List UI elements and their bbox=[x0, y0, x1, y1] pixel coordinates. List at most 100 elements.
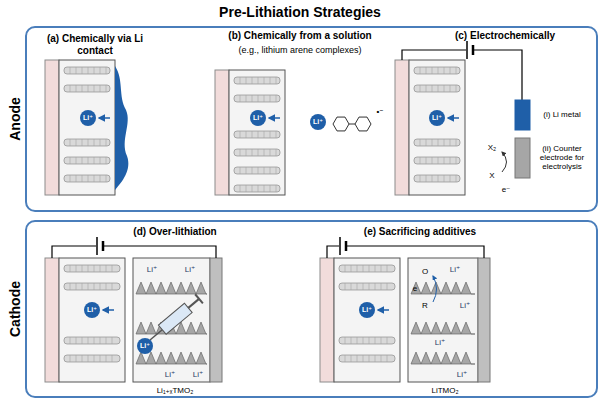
graphite-layer bbox=[64, 157, 110, 164]
subfigure-title: (e) Sacrificing additives bbox=[364, 226, 476, 238]
current-collector bbox=[478, 258, 490, 382]
panel-heading: Anode bbox=[7, 97, 23, 141]
graphite-hex bbox=[426, 175, 427, 182]
graphite-hex bbox=[450, 85, 451, 92]
graphite-hex bbox=[351, 283, 352, 290]
graphite-hex bbox=[276, 167, 277, 174]
graphite-hex bbox=[100, 265, 101, 272]
graphite-layer bbox=[64, 337, 120, 344]
graphite-hex bbox=[345, 337, 346, 344]
graphite-hex bbox=[426, 139, 427, 146]
graphite-hex bbox=[112, 283, 113, 290]
current-collector bbox=[215, 70, 229, 195]
graphite-hex bbox=[381, 265, 382, 272]
graphite-layer bbox=[339, 265, 395, 272]
graphite-hex bbox=[106, 85, 107, 92]
graphite-hex bbox=[270, 131, 271, 138]
graphite-hex bbox=[258, 149, 259, 156]
current-collector bbox=[210, 258, 222, 382]
graphite-hex bbox=[420, 175, 421, 182]
graphite-layer bbox=[234, 131, 280, 138]
ion-label: Li⁺ bbox=[165, 370, 175, 379]
graphite-hex bbox=[70, 337, 71, 344]
graphite-hex bbox=[88, 139, 89, 146]
graphite-layer bbox=[64, 265, 120, 272]
graphite-hex bbox=[387, 355, 388, 362]
electron-label: e⁻ bbox=[502, 185, 511, 194]
formula-label: Li₁₊ₓTMO₂ bbox=[157, 386, 194, 395]
graphite-hex bbox=[240, 95, 241, 102]
graphite-hex bbox=[88, 355, 89, 362]
graphite-hex bbox=[444, 85, 445, 92]
graphite-hex bbox=[264, 149, 265, 156]
insertion-arrow bbox=[103, 309, 114, 311]
circuit-wire bbox=[327, 246, 484, 258]
graphite-hex bbox=[270, 149, 271, 156]
graphite-hex bbox=[88, 283, 89, 290]
ion-label: Li⁺ bbox=[147, 265, 157, 274]
graphite-hex bbox=[70, 139, 71, 146]
cathode-body bbox=[133, 258, 210, 382]
graphite-hex bbox=[76, 283, 77, 290]
subfigure-note: (e.g., lithium arene complexes) bbox=[238, 45, 361, 55]
graphite-hex bbox=[432, 175, 433, 182]
graphite-hex bbox=[240, 77, 241, 84]
ion-label: Li⁺ bbox=[435, 338, 445, 347]
graphite-hex bbox=[100, 337, 101, 344]
graphite-hex bbox=[106, 175, 107, 182]
graphite-hex bbox=[258, 131, 259, 138]
graphite-hex bbox=[276, 77, 277, 84]
graphite-hex bbox=[76, 337, 77, 344]
subfigure-title: (b) Chemically from a solution bbox=[228, 30, 371, 42]
graphite-hex bbox=[270, 77, 271, 84]
current-collector bbox=[45, 60, 59, 195]
electron-label: e bbox=[413, 284, 417, 293]
graphite-hex bbox=[456, 85, 457, 92]
graphite-hex bbox=[70, 355, 71, 362]
graphite-layer bbox=[234, 167, 280, 174]
graphite-layer bbox=[64, 67, 110, 74]
graphite-hex bbox=[246, 167, 247, 174]
redox-arrow bbox=[502, 152, 507, 172]
graphite-hex bbox=[106, 67, 107, 74]
graphite-hex bbox=[258, 77, 259, 84]
graphite-hex bbox=[375, 265, 376, 272]
graphite-hex bbox=[345, 265, 346, 272]
species-label: O bbox=[422, 267, 428, 276]
graphite-hex bbox=[94, 355, 95, 362]
graphite-hex bbox=[246, 185, 247, 192]
syringe bbox=[146, 294, 203, 344]
graphite-hex bbox=[381, 355, 382, 362]
graphite-hex bbox=[450, 67, 451, 74]
oxide-layer bbox=[411, 322, 475, 334]
subfigure-title: (d) Over-lithiation bbox=[133, 226, 216, 238]
ion-label: Li⁺ bbox=[83, 114, 93, 122]
graphite-hex bbox=[450, 139, 451, 146]
graphite-hex bbox=[252, 167, 253, 174]
graphite-hex bbox=[240, 185, 241, 192]
graphite-hex bbox=[420, 139, 421, 146]
graphite-hex bbox=[363, 265, 364, 272]
graphite-hex bbox=[100, 175, 101, 182]
graphite-hex bbox=[246, 95, 247, 102]
graphite-hex bbox=[100, 283, 101, 290]
graphite-hex bbox=[70, 157, 71, 164]
graphite-hex bbox=[420, 157, 421, 164]
graphite-hex bbox=[94, 157, 95, 164]
species-label: R bbox=[422, 301, 428, 310]
graphite-hex bbox=[456, 139, 457, 146]
graphite-layer bbox=[339, 337, 395, 344]
graphite-layer bbox=[234, 95, 280, 102]
graphite-hex bbox=[444, 175, 445, 182]
graphite-hex bbox=[363, 283, 364, 290]
graphite-hex bbox=[270, 185, 271, 192]
graphite-hex bbox=[381, 337, 382, 344]
graphite-hex bbox=[252, 77, 253, 84]
graphite-hex bbox=[246, 131, 247, 138]
graphite-hex bbox=[88, 157, 89, 164]
graphite-hex bbox=[88, 337, 89, 344]
graphite-hex bbox=[106, 157, 107, 164]
graphite-hex bbox=[106, 139, 107, 146]
graphite-hex bbox=[264, 131, 265, 138]
graphite-hex bbox=[100, 355, 101, 362]
